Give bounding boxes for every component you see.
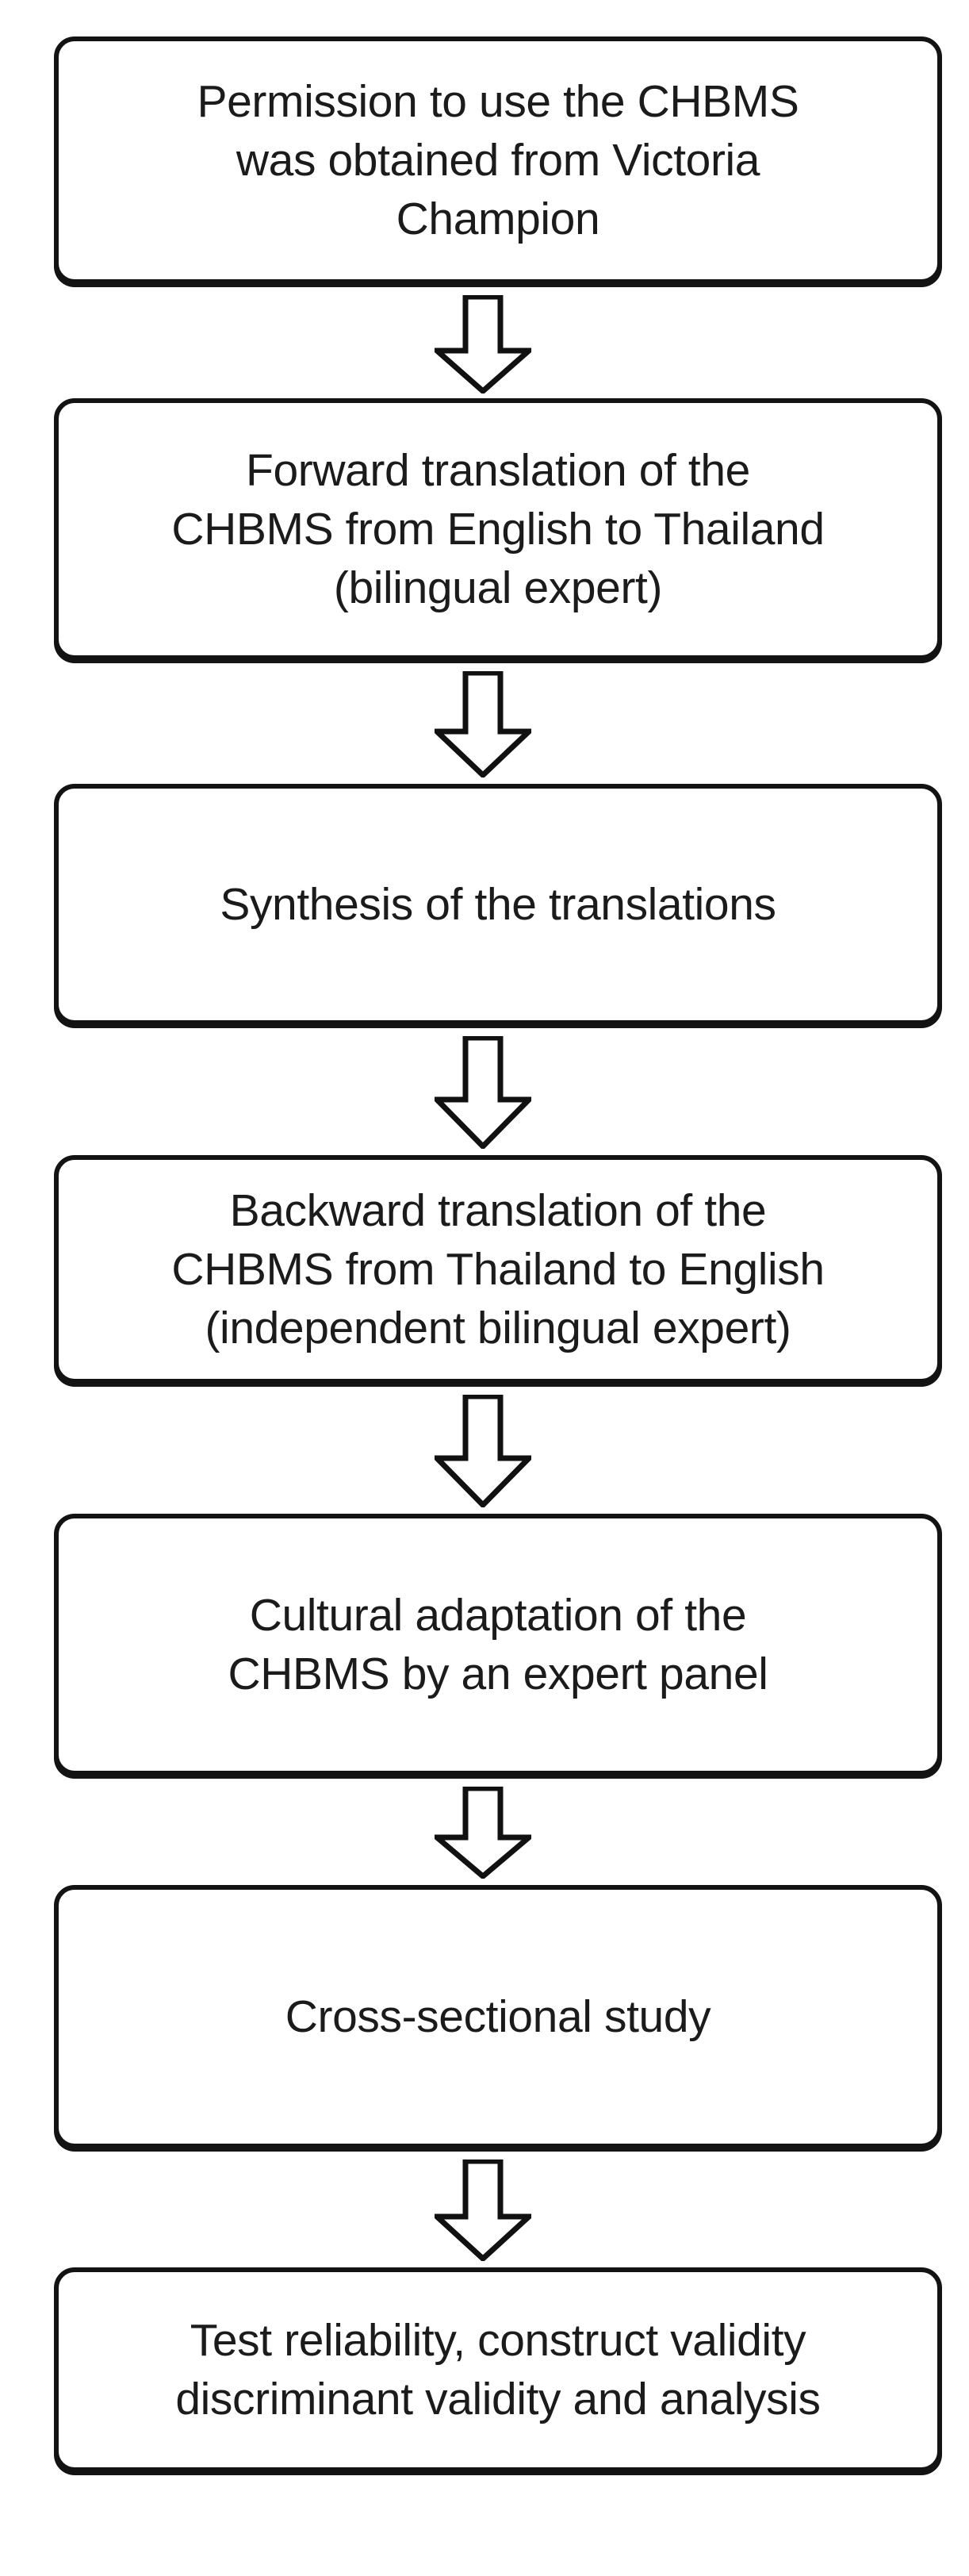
flow-node-testing-analysis: Test reliability, construct validity dis… — [54, 2267, 942, 2472]
flow-node-label: Forward translation of the CHBMS from En… — [171, 444, 825, 614]
down-block-arrow-icon — [435, 1036, 531, 1149]
down-block-arrow-icon — [435, 2159, 531, 2261]
flow-node-label: Backward translation of the CHBMS from T… — [171, 1184, 825, 1354]
flow-node-label: Synthesis of the translations — [220, 878, 776, 930]
flow-node-label: Cultural adaptation of the CHBMS by an e… — [228, 1589, 768, 1699]
down-block-arrow-icon — [435, 1395, 531, 1507]
flow-node-label: Test reliability, construct validity dis… — [175, 2314, 821, 2424]
flow-node-forward-translation: Forward translation of the CHBMS from En… — [54, 398, 942, 660]
down-block-arrow-icon — [435, 295, 531, 394]
flow-node-backward-translation: Backward translation of the CHBMS from T… — [54, 1155, 942, 1384]
down-block-arrow-icon — [435, 671, 531, 777]
flow-node-permission: Permission to use the CHBMS was obtained… — [54, 36, 942, 284]
flow-node-synthesis: Synthesis of the translations — [54, 784, 942, 1025]
flow-node-label: Cross-sectional study — [285, 1991, 711, 2042]
flow-node-cultural-adaptation: Cultural adaptation of the CHBMS by an e… — [54, 1514, 942, 1776]
down-block-arrow-icon — [435, 1787, 531, 1879]
flow-node-cross-sectional-study: Cross-sectional study — [54, 1885, 942, 2148]
flow-node-label: Permission to use the CHBMS was obtained… — [197, 75, 799, 245]
